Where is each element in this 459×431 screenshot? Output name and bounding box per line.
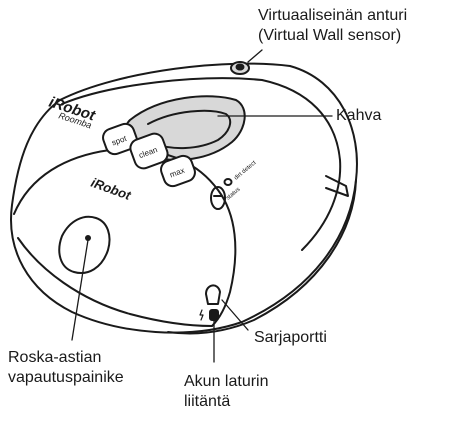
brand-bumper-text: iRobot [89, 175, 133, 203]
bin-release-label-line2: vapautuspainike [8, 368, 124, 388]
dirt-detect-indicator [225, 179, 232, 185]
bin-release-label-line1: Roska-astian [8, 348, 101, 368]
charger-jack-bolt [200, 310, 203, 320]
bumper [14, 149, 235, 326]
serial-port-label: Sarjaportti [254, 328, 327, 348]
virtual-wall-label-line1: Virtuaaliseinän anturi [258, 6, 407, 26]
virtual-wall-label-line2: (Virtual Wall sensor) [258, 26, 401, 46]
robot-side-edge [168, 180, 356, 334]
status-label: status [225, 187, 241, 202]
dirt-detect-label: dirt detect [233, 160, 257, 182]
handle-label: Kahva [336, 106, 381, 126]
charger-jack-label-line2: liitäntä [184, 392, 230, 412]
side-vent [326, 176, 348, 196]
charger-jack [210, 310, 218, 320]
charger-jack-label-line1: Akun laturin [184, 372, 269, 392]
virtual-wall-leader [248, 50, 262, 62]
serial-port-leader [222, 300, 248, 330]
bumper-lower-edge [18, 238, 212, 326]
serial-port [206, 285, 220, 304]
virtual-wall-sensor-lens [237, 65, 244, 70]
